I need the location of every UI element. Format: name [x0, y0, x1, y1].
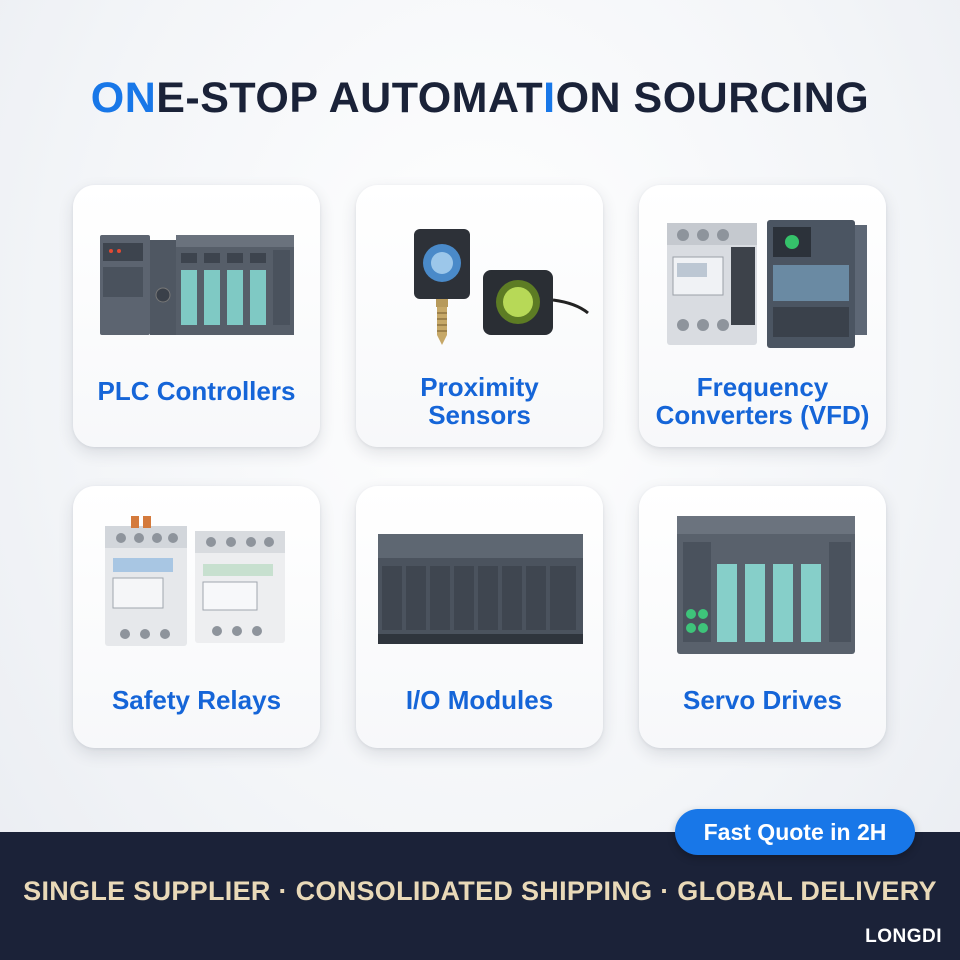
proximity-sensor-icon	[414, 229, 589, 345]
category-label-line2: Sensors	[428, 400, 531, 430]
headline-accent-2: N	[124, 74, 157, 122]
headline-text-2: ON SOURCING	[555, 74, 870, 122]
category-label: Proximity Sensors	[366, 373, 593, 429]
category-label-line1: Proximity	[420, 372, 539, 402]
headline-accent-3: I	[543, 74, 556, 122]
category-label: PLC Controllers	[97, 376, 296, 406]
category-label: Safety Relays	[111, 685, 282, 715]
headline-accent-1: O	[90, 74, 125, 122]
brand-name: LONGDI	[865, 926, 942, 947]
category-card-servo-drives[interactable]: Servo Drives	[639, 486, 886, 748]
headline-text-1: E-STOP AUTOMAT	[156, 74, 544, 122]
category-card-io-modules[interactable]: I/O Modules	[356, 486, 603, 748]
fast-quote-badge[interactable]: Fast Quote in 2H	[675, 809, 915, 855]
category-label: Servo Drives	[683, 685, 842, 715]
category-label-line2: Converters (VFD)	[655, 400, 870, 430]
page-headline: ONE-STOP AUTOMATION SOURCING	[0, 74, 960, 123]
category-label-line1: Frequency	[696, 372, 829, 402]
vfd-icon	[667, 220, 867, 348]
io-module-icon	[378, 534, 583, 644]
category-card-proximity[interactable]: Proximity Sensors	[356, 185, 603, 447]
category-card-plc[interactable]: PLC Controllers	[73, 185, 320, 447]
safety-relay-icon	[105, 516, 285, 646]
category-label: Frequency Converters (VFD)	[649, 373, 876, 429]
category-card-vfd[interactable]: Frequency Converters (VFD)	[639, 185, 886, 447]
category-card-safety-relays[interactable]: Safety Relays	[73, 486, 320, 748]
servo-drive-icon	[677, 516, 855, 654]
category-label: I/O Modules	[405, 685, 554, 715]
plc-rack-icon	[100, 235, 294, 335]
tagline: SINGLE SUPPLIER · CONSOLIDATED SHIPPING …	[23, 876, 937, 906]
